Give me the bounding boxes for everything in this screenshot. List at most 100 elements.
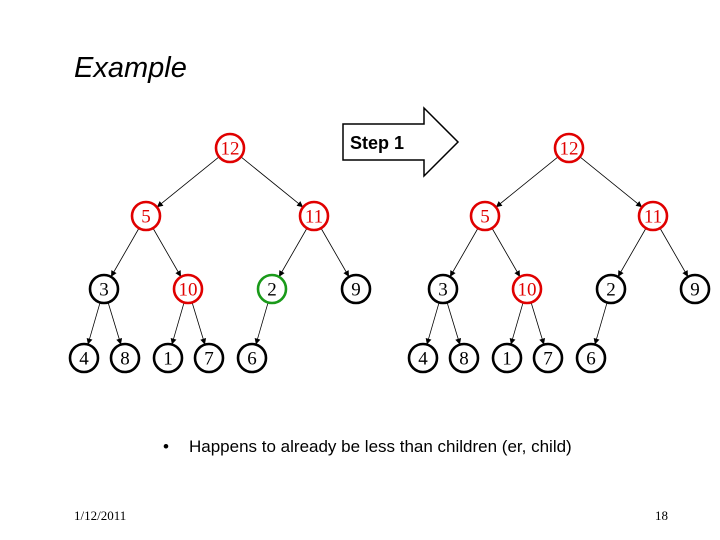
- tree-edge-arrowhead: [539, 337, 546, 345]
- tree-node-label: 4: [79, 349, 89, 370]
- tree-edge: [240, 156, 304, 208]
- tree-edge-arrowhead: [110, 270, 117, 277]
- tree-node-circle: [448, 342, 480, 374]
- tree-edge: [510, 302, 524, 345]
- tree-node-label: 6: [247, 349, 257, 370]
- tree-node-label: 6: [586, 349, 596, 370]
- tree-edge-arrowhead: [116, 337, 123, 345]
- tree-node-label: 9: [351, 280, 361, 301]
- tree-edge-arrowhead: [156, 201, 164, 208]
- step-arrow: Step 1: [342, 106, 460, 178]
- tree-edge-arrowhead: [449, 270, 456, 277]
- tree-node-circle: [427, 273, 459, 305]
- tree-node-circle: [68, 342, 100, 374]
- tree-edge: [152, 227, 182, 278]
- tree-edge: [426, 302, 440, 345]
- tree-node-label: 1: [163, 349, 173, 370]
- tree-edge-arrowhead: [343, 270, 350, 277]
- tree-node-label: 2: [267, 280, 277, 301]
- tree-node-label: 12: [560, 139, 579, 160]
- step-arrow-shape: [342, 106, 460, 178]
- footer-date: 1/12/2011: [74, 508, 127, 523]
- tree-node-label: 12: [221, 139, 240, 160]
- tree-before: 12 5 11 3 10 2 9 4 8 1 7 6: [68, 132, 372, 374]
- tree-node-circle: [298, 200, 330, 232]
- tree-node-label: 7: [204, 349, 214, 370]
- tree-node-circle: [511, 273, 543, 305]
- tree-edge: [320, 227, 350, 278]
- tree-node-circle: [532, 342, 564, 374]
- slide-title: Example: [74, 52, 187, 84]
- tree-edge-arrowhead: [682, 270, 689, 277]
- tree-edge-arrowhead: [254, 337, 261, 345]
- tree-node-circle: [491, 342, 523, 374]
- tree-edge-arrowhead: [509, 337, 516, 345]
- tree-edge: [495, 156, 559, 208]
- tree-node-label: 10: [179, 280, 198, 301]
- tree-edge: [191, 302, 206, 345]
- tree-node-label: 3: [99, 280, 109, 301]
- tree-edge: [107, 302, 122, 345]
- tree-node-label: 5: [141, 207, 151, 228]
- tree-node-circle: [88, 273, 120, 305]
- tree-edge-arrowhead: [635, 201, 643, 208]
- tree-node-circle: [595, 273, 627, 305]
- tree-edge-arrowhead: [200, 337, 207, 345]
- tree-node-circle: [214, 132, 246, 164]
- tree-edge: [530, 302, 545, 345]
- bullet-text: Happens to already be less than children…: [189, 437, 572, 456]
- bullet-dot: •: [163, 437, 169, 456]
- tree-node-label: 8: [120, 349, 130, 370]
- tree-edge-arrowhead: [170, 337, 177, 345]
- bullet-point: • Happens to already be less than childre…: [163, 437, 572, 457]
- tree-edge: [278, 227, 308, 278]
- tree-node-circle: [236, 342, 268, 374]
- tree-edge: [87, 302, 101, 345]
- tree-edge: [156, 156, 220, 208]
- tree-edge-arrowhead: [175, 270, 182, 277]
- tree-edge: [171, 302, 185, 345]
- tree-node-label: 3: [438, 280, 448, 301]
- tree-node-circle: [193, 342, 225, 374]
- tree-node-circle: [340, 273, 372, 305]
- tree-edge: [446, 302, 461, 345]
- tree-node-circle: [256, 273, 288, 305]
- tree-node-label: 4: [418, 349, 428, 370]
- tree-edge: [579, 156, 643, 208]
- footer-page-number: 18: [655, 508, 668, 523]
- tree-edge: [659, 227, 689, 278]
- tree-edge: [110, 227, 140, 278]
- tree-node-circle: [109, 342, 141, 374]
- tree-edge-arrowhead: [425, 337, 432, 345]
- tree-node-circle: [553, 132, 585, 164]
- tree-edge-arrowhead: [296, 201, 304, 208]
- tree-edge-arrowhead: [455, 337, 462, 345]
- tree-edge-arrowhead: [514, 270, 521, 277]
- tree-edge-arrowhead: [617, 270, 624, 277]
- tree-edge: [449, 227, 479, 278]
- tree-edge-arrowhead: [86, 337, 93, 345]
- tree-node-label: 8: [459, 349, 469, 370]
- tree-node-circle: [679, 273, 711, 305]
- tree-edge-arrowhead: [278, 270, 285, 277]
- tree-edge-arrowhead: [495, 201, 503, 208]
- tree-node-label: 5: [480, 207, 490, 228]
- tree-node-label: 9: [690, 280, 700, 301]
- tree-node-circle: [407, 342, 439, 374]
- tree-edge: [617, 227, 647, 278]
- tree-node-label: 7: [543, 349, 553, 370]
- tree-node-circle: [152, 342, 184, 374]
- tree-node-circle: [637, 200, 669, 232]
- tree-node-label: 11: [305, 207, 323, 228]
- tree-node-circle: [172, 273, 204, 305]
- tree-edge: [255, 302, 269, 345]
- tree-node-circle: [130, 200, 162, 232]
- tree-node-circle: [469, 200, 501, 232]
- tree-edge-arrowhead: [593, 337, 600, 345]
- tree-node-label: 1: [502, 349, 512, 370]
- tree-edge: [491, 227, 521, 278]
- tree-node-label: 10: [518, 280, 537, 301]
